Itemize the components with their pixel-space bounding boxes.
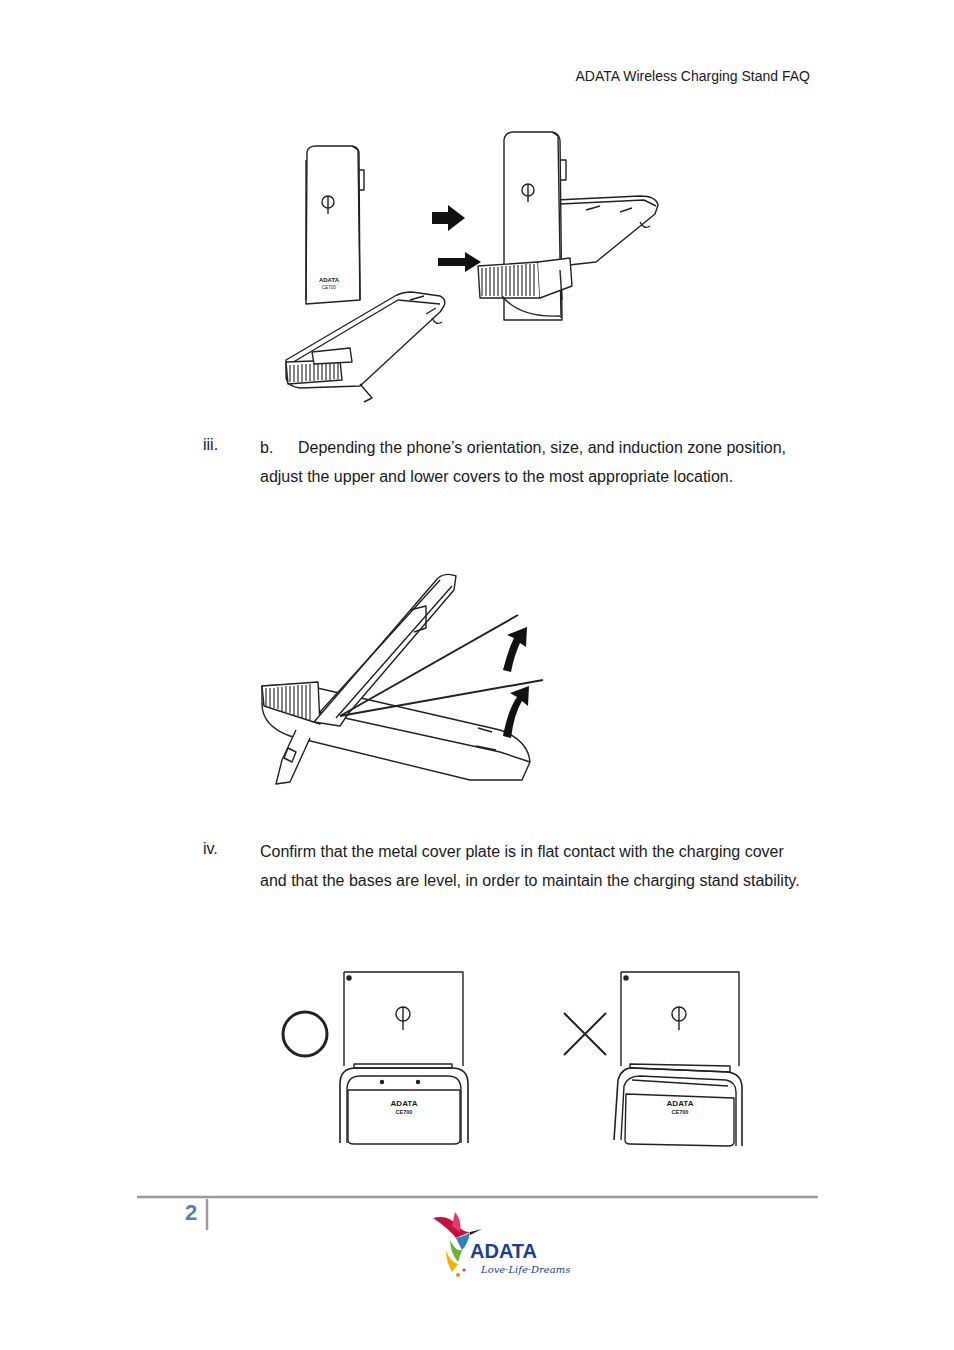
wrong-placement (564, 972, 742, 1146)
stand-detached (286, 146, 445, 402)
footer-rule (137, 1196, 818, 1199)
list-number: iii. (203, 436, 218, 454)
page-number-bar (206, 1199, 209, 1230)
logo-wordmark: ADATA (470, 1240, 537, 1263)
rotation-arrows (503, 627, 529, 738)
device-brand: ADATA (391, 1099, 418, 1108)
list-number: iv. (203, 840, 218, 858)
device-brand: ADATA (667, 1099, 694, 1108)
device-model: CE700 (396, 1109, 413, 1115)
running-header: ADATA Wireless Charging Stand FAQ (576, 68, 810, 84)
logo-tagline: Love·Life·Dreams (481, 1264, 570, 1276)
sub-item-letter: b. (260, 433, 298, 462)
page-number: 2 (185, 1200, 197, 1225)
stand-assembled (478, 132, 658, 320)
stand-angle-adjust (262, 574, 543, 784)
assembly-arrows (432, 205, 481, 272)
instruction-paragraph: b.Depending the phone’s orientation, siz… (260, 433, 805, 491)
instruction-text: Confirm that the metal cover plate is in… (260, 837, 805, 895)
correct-placement (283, 972, 468, 1144)
device-brand: ADATA (319, 277, 339, 284)
instruction-text: Depending the phone’s orientation, size,… (260, 439, 786, 485)
device-model: CE700 (672, 1109, 689, 1115)
device-model: CE700 (322, 285, 336, 290)
